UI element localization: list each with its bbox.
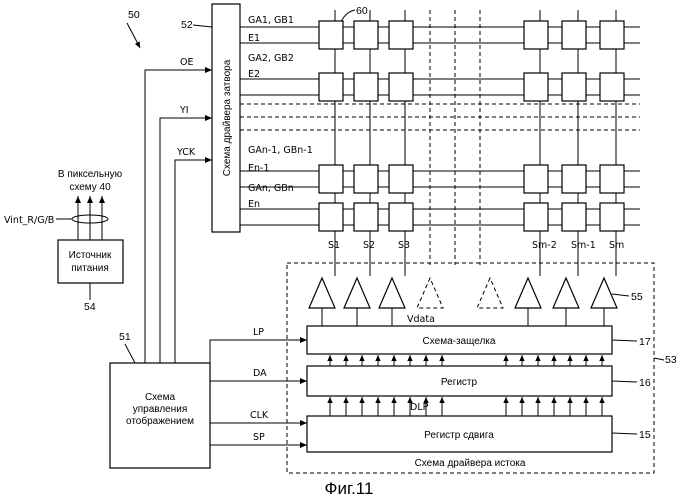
da-label: DA xyxy=(253,368,267,379)
buffers xyxy=(309,278,617,326)
gate-line-label-e1: E1 xyxy=(248,33,260,44)
source-label-sm: Sm xyxy=(609,240,624,251)
pixel-cell xyxy=(524,21,548,49)
buffer-ellipsis-triangle xyxy=(417,278,443,308)
pixel-cell xyxy=(319,165,343,193)
gate-line-label-en1: En-1 xyxy=(248,163,270,174)
gate-line-label-gan1: GAn-1, GBn-1 xyxy=(248,145,313,156)
display-control-label-l1: Схема xyxy=(145,392,176,403)
sp-label: SP xyxy=(253,432,265,443)
oe-label: OE xyxy=(180,57,193,68)
display-control-ref-leader xyxy=(125,344,135,363)
power-supply-label-l2: питания xyxy=(71,263,109,274)
pixel-cell xyxy=(524,73,548,101)
source-label-sm2: Sm-2 xyxy=(532,240,557,251)
gate-line-label-ga1: GA1, GB1 xyxy=(248,15,294,26)
clk-label: CLK xyxy=(250,410,269,421)
display-control-label-l2: управления xyxy=(133,404,188,415)
power-supply-ref: 54 xyxy=(84,301,96,313)
pixel-note-l2: схему 40 xyxy=(69,182,111,193)
pixel-cell xyxy=(319,21,343,49)
buffer-triangle xyxy=(309,278,335,308)
oe-line xyxy=(145,70,212,363)
source-label-s3: S3 xyxy=(398,240,410,251)
lp-line xyxy=(210,340,307,363)
latch-ref-leader xyxy=(612,340,637,341)
pixel-cell xyxy=(354,203,378,231)
source-label-sm1: Sm-1 xyxy=(571,240,596,251)
buffer-ellipsis-triangle xyxy=(477,278,503,308)
source-driver-ref-leader xyxy=(654,358,664,360)
buffer-triangle xyxy=(553,278,579,308)
pixel-cell xyxy=(319,203,343,231)
dlp-label: DLP xyxy=(410,402,429,413)
pixel-cell xyxy=(524,165,548,193)
register-ref: 16 xyxy=(639,377,651,389)
display-control-ref: 51 xyxy=(119,331,131,343)
power-supply-label-l1: Источник xyxy=(69,250,112,261)
source-lines xyxy=(335,10,616,276)
register-ref-leader xyxy=(612,381,637,382)
gate-line-label-en: En xyxy=(248,199,260,210)
vint-label: Vint_R/G/B xyxy=(4,215,54,226)
yck-line xyxy=(175,160,212,363)
buffer-triangle xyxy=(591,278,617,308)
pixel-note-l1: В пиксельную xyxy=(58,169,123,180)
figure-number: 50 xyxy=(128,9,140,21)
pixel-cell xyxy=(524,203,548,231)
gate-driver-label: Схема драйвера затвора xyxy=(222,59,233,176)
pixel-cell xyxy=(562,165,586,193)
pixel-cell xyxy=(389,203,413,231)
yck-label: YCK xyxy=(176,147,196,158)
pixel-ref: 60 xyxy=(356,5,368,17)
pixel-cell xyxy=(354,73,378,101)
yi-label: YI xyxy=(179,105,189,116)
pixel-cell xyxy=(600,73,624,101)
pixel-cell xyxy=(600,21,624,49)
pixel-cell xyxy=(319,73,343,101)
source-label-s2: S2 xyxy=(363,240,375,251)
pixel-cell xyxy=(389,73,413,101)
shift-register-label: Регистр сдвига xyxy=(424,430,494,441)
gate-line-label-e2: E2 xyxy=(248,69,260,80)
buffer-triangle xyxy=(515,278,541,308)
pixel-cell xyxy=(354,165,378,193)
gate-line-label-gan: GAn, GBn xyxy=(248,183,294,194)
buffer-triangle xyxy=(379,278,405,308)
pixel-cell xyxy=(562,73,586,101)
buffer-triangle xyxy=(344,278,370,308)
pixel-cell xyxy=(389,21,413,49)
vdata-label: Vdata xyxy=(407,314,435,325)
power-supply-block xyxy=(58,240,123,283)
pixel-cell xyxy=(562,203,586,231)
pixel-cell xyxy=(354,21,378,49)
figure-caption: Фиг.11 xyxy=(325,479,374,498)
latch-label: Схема-защелка xyxy=(423,336,496,347)
latch-ref: 17 xyxy=(639,336,651,348)
source-label-s1: S1 xyxy=(328,240,340,251)
figure-pointer xyxy=(127,23,140,48)
shift-register-ref: 15 xyxy=(639,429,651,441)
pixel-cell xyxy=(600,203,624,231)
display-control-label-l3: отображением xyxy=(126,415,194,427)
lp-label: LP xyxy=(253,327,264,338)
buffer-ref-leader xyxy=(612,294,629,296)
source-driver-ref: 53 xyxy=(665,354,677,366)
source-driver-label: Схема драйвера истока xyxy=(415,458,526,469)
pixel-cell xyxy=(562,21,586,49)
gate-line-label-ga2: GA2, GB2 xyxy=(248,53,294,64)
shift-register-ref-leader xyxy=(612,433,637,434)
gate-lines xyxy=(240,27,640,225)
gate-driver-ref-leader xyxy=(193,25,212,27)
buffer-ref: 55 xyxy=(631,291,643,303)
pixel-cell xyxy=(600,165,624,193)
register-label: Регистр xyxy=(441,377,478,388)
gate-driver-ref: 52 xyxy=(181,19,193,31)
pixel-cell xyxy=(389,165,413,193)
